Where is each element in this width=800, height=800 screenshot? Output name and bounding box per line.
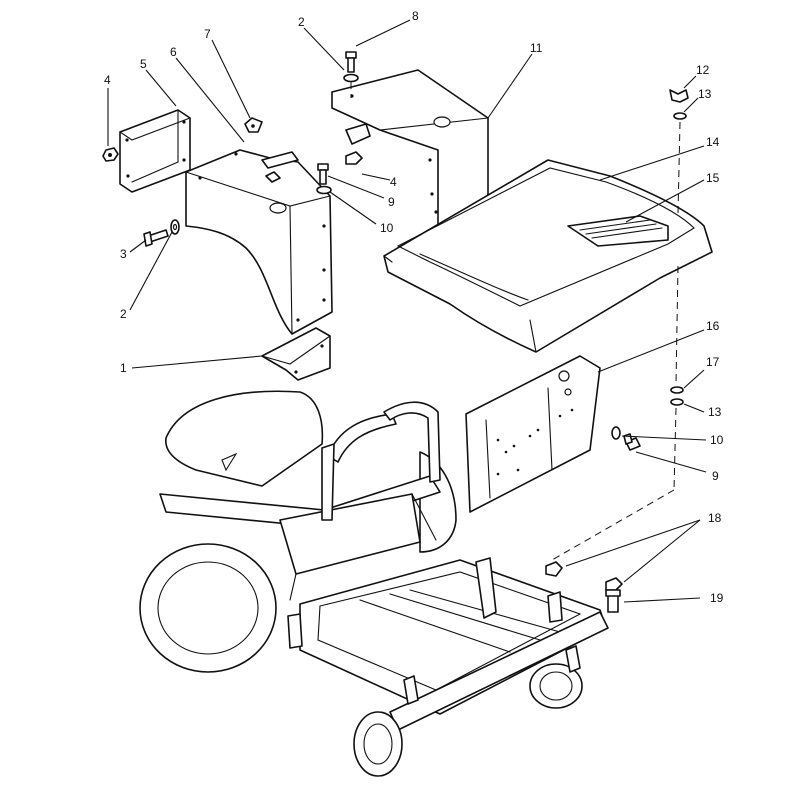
callout-10-lower: 10 bbox=[710, 433, 724, 447]
part-19-bolt bbox=[605, 589, 621, 613]
part-4-nut bbox=[102, 147, 119, 162]
part-8-bolt bbox=[345, 51, 357, 73]
callout-6: 6 bbox=[170, 45, 177, 59]
callout-3: 3 bbox=[120, 247, 127, 261]
callout-2-left: 2 bbox=[120, 307, 127, 321]
mower-chassis bbox=[139, 390, 609, 777]
callout-8: 8 bbox=[412, 9, 419, 23]
part-18-nut-right bbox=[605, 577, 623, 591]
callout-1: 1 bbox=[120, 361, 127, 375]
part-12-wing-nut bbox=[669, 89, 689, 103]
part-18-nut-left bbox=[545, 561, 563, 577]
part-2-washer-top bbox=[343, 73, 359, 83]
callout-12: 12 bbox=[696, 63, 710, 77]
callout-13-lower: 13 bbox=[708, 405, 722, 419]
callout-16: 16 bbox=[706, 319, 720, 333]
callout-5: 5 bbox=[140, 57, 147, 71]
part-9-bolt-mid bbox=[317, 163, 329, 185]
callout-14: 14 bbox=[706, 135, 720, 149]
part-14-seat bbox=[383, 159, 713, 353]
assembly-lines bbox=[350, 82, 681, 561]
part-6-left-fender bbox=[185, 149, 333, 335]
callout-2-top: 2 bbox=[298, 15, 305, 29]
callout-18: 18 bbox=[708, 511, 722, 525]
callout-4-left: 4 bbox=[104, 73, 111, 87]
callout-11: 11 bbox=[530, 41, 543, 55]
callout-10-mid: 10 bbox=[380, 221, 394, 235]
callout-4-mid: 4 bbox=[390, 175, 397, 189]
part-7-clip bbox=[244, 117, 263, 133]
callout-19: 19 bbox=[710, 591, 724, 605]
part-11-right-fender bbox=[331, 69, 489, 227]
callout-labels: 1 2 2 3 4 4 5 6 7 8 9 9 10 10 11 12 13 1… bbox=[104, 9, 724, 605]
part-1-bracket bbox=[261, 327, 331, 381]
callout-7: 7 bbox=[204, 27, 211, 41]
callout-13-top: 13 bbox=[698, 87, 712, 101]
part-2-washer bbox=[170, 219, 180, 235]
part-3-bolt bbox=[143, 229, 169, 247]
part-13-washer-lower bbox=[670, 398, 684, 406]
callout-17: 17 bbox=[706, 355, 720, 369]
callout-15: 15 bbox=[706, 171, 720, 185]
part-16-panel bbox=[465, 355, 601, 513]
callout-9-lower: 9 bbox=[712, 469, 719, 483]
part-10-washer-lower bbox=[611, 426, 621, 440]
part-15-seat-label bbox=[567, 215, 669, 247]
part-5-bracket bbox=[119, 109, 191, 193]
callout-9-mid: 9 bbox=[388, 195, 395, 209]
part-17-washer bbox=[670, 386, 684, 394]
part-10-washer-mid bbox=[316, 185, 332, 195]
part-13-washer-top bbox=[673, 112, 687, 120]
leader-lines bbox=[107, 19, 707, 603]
part-4-nut-fender bbox=[345, 151, 363, 165]
